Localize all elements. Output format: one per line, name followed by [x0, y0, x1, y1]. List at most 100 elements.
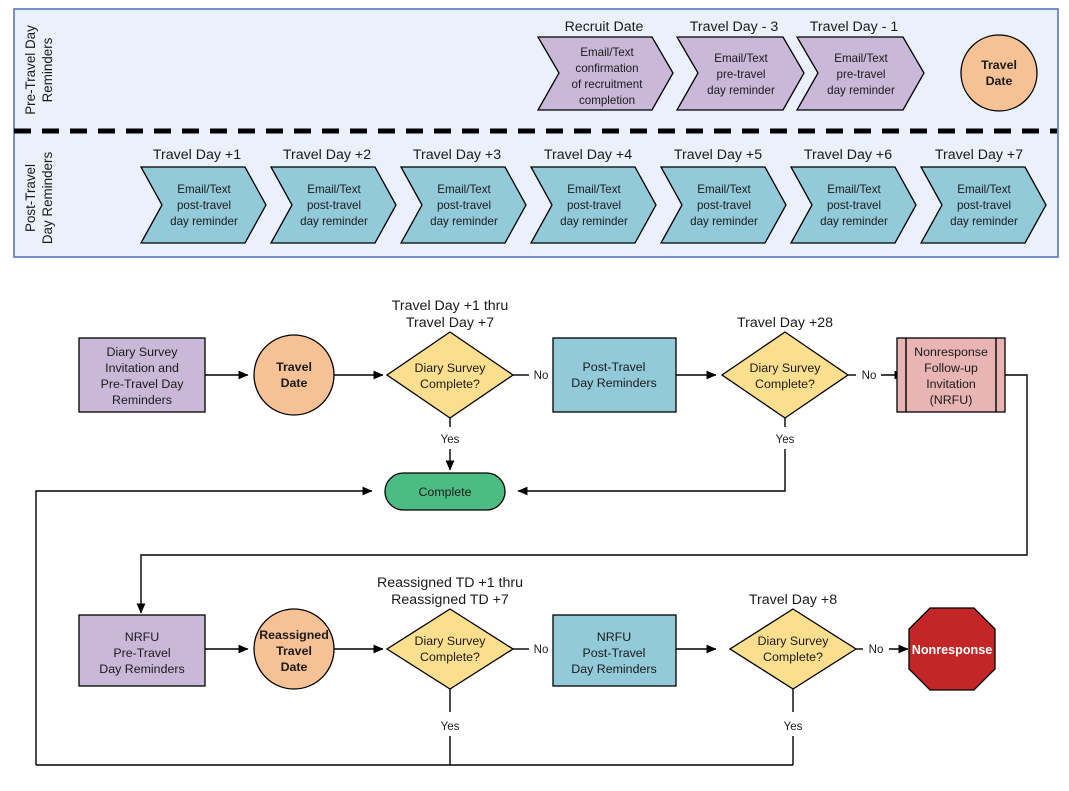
chevron-text-line: completion [579, 94, 635, 107]
chevron-text-line: of recruitment [572, 78, 644, 91]
node-nonresponse[interactable]: Nonresponse [908, 607, 996, 691]
chevron-text-line: Email/Text [714, 52, 768, 65]
chevron-recruit-date[interactable]: Recruit Date Email/Text confirmation of … [536, 19, 674, 111]
chevron-travel-day-plus-4[interactable]: Travel Day +4 Email/Text post-travel day… [529, 147, 657, 244]
decision-caption-line: Travel Day +7 [406, 315, 494, 331]
edge-label-yes-3: Yes [441, 721, 460, 733]
chevron-text-line: Email/Text [957, 183, 1011, 196]
node-reassigned-travel-date[interactable]: Reassigned Travel Date [253, 608, 335, 690]
chevron-shape [789, 166, 917, 244]
chevron-caption: Travel Day +6 [804, 147, 892, 163]
node-text-line: Diary Survey [415, 361, 487, 375]
node-nrfu-post-travel-day-reminders[interactable]: NRFU Post-Travel Day Reminders [552, 614, 677, 687]
chevron-shape [269, 166, 397, 244]
chevron-caption: Travel Day +3 [413, 147, 501, 163]
node-shape [552, 337, 677, 413]
node-text-line: Date [281, 660, 308, 674]
chevron-travel-day-plus-6[interactable]: Travel Day +6 Email/Text post-travel day… [789, 147, 917, 244]
node-decision-diary-complete-2[interactable]: Travel Day +28 Diary Survey Complete? [720, 315, 850, 419]
chevron-caption: Travel Day +5 [674, 147, 762, 163]
chevron-shape [795, 36, 925, 111]
chevron-caption: Recruit Date [565, 19, 644, 35]
node-nrfu-invitation[interactable]: Nonresponse Follow-up Invitation (NRFU) [896, 337, 1006, 413]
node-text-line: Diary Survey [758, 634, 830, 648]
node-decision-diary-complete-4[interactable]: Travel Day +8 Diary Survey Complete? [728, 592, 858, 690]
chevron-text-line: post-travel [437, 199, 491, 212]
node-text-line: Day Reminders [99, 662, 184, 676]
chevron-text-line: post-travel [567, 199, 621, 212]
side-label-line: Day Reminders [40, 152, 55, 245]
node-text-line: NRFU [125, 630, 159, 644]
node-travel-date[interactable]: Travel Date [253, 334, 335, 416]
node-post-travel-day-reminders[interactable]: Post-Travel Day Reminders [552, 337, 677, 413]
node-text-line: Nonresponse [914, 345, 988, 359]
chevron-travel-day-plus-5[interactable]: Travel Day +5 Email/Text post-travel day… [659, 147, 787, 244]
chevron-caption: Travel Day +4 [544, 147, 632, 163]
chevron-caption: Travel Day +7 [935, 147, 1023, 163]
node-shape [253, 334, 335, 416]
chevron-text-line: Email/Text [697, 183, 751, 196]
chevron-travel-day-plus-3[interactable]: Travel Day +3 Email/Text post-travel day… [399, 147, 527, 244]
chevron-shape [536, 36, 674, 111]
chevron-travel-day-plus-2[interactable]: Travel Day +2 Email/Text post-travel day… [269, 147, 397, 244]
banner-side-label-pre-travel: Pre-Travel Day Reminders [23, 25, 55, 115]
decision-caption-line: Travel Day +8 [749, 592, 837, 608]
decision-caption-line: Travel Day +28 [737, 315, 833, 331]
banner-travel-date-circle[interactable]: Travel Date [960, 34, 1038, 112]
chevron-shape [399, 166, 527, 244]
node-shape [896, 337, 1006, 413]
chevron-text-line: pre-travel [837, 68, 886, 81]
chevron-shape [529, 166, 657, 244]
chevron-travel-day-minus-3[interactable]: Travel Day - 3 Email/Text pre-travel day… [675, 19, 805, 111]
node-text-line: Diary Survey [750, 361, 822, 375]
chevron-text-line: day reminder [820, 215, 888, 228]
node-decision-diary-complete-1[interactable]: Travel Day +1 thru Travel Day +7 Diary S… [385, 298, 515, 419]
node-shape [908, 607, 996, 691]
node-text-line: Follow-up [924, 361, 978, 375]
chevron-travel-day-plus-7[interactable]: Travel Day +7 Email/Text post-travel day… [919, 147, 1047, 244]
node-diary-survey-invitation[interactable]: Diary Survey Invitation and Pre-Travel D… [78, 337, 206, 413]
chevron-text-line: Email/Text [567, 183, 621, 196]
chevron-text-line: post-travel [697, 199, 751, 212]
node-text-line: Invitation and [105, 361, 179, 375]
chevron-travel-day-minus-1[interactable]: Travel Day - 1 Email/Text pre-travel day… [795, 19, 925, 111]
chevron-text-line: day reminder [170, 215, 238, 228]
chevron-text-line: Email/Text [580, 46, 634, 59]
edge-decision2-to-complete [517, 449, 786, 496]
chevron-text-line: Email/Text [437, 183, 491, 196]
node-text-line: Day Reminders [571, 662, 656, 676]
node-shape [78, 337, 206, 413]
node-text-line: Date [281, 376, 308, 390]
node-text-line: Complete [418, 485, 471, 499]
node-shape [78, 614, 206, 687]
chevron-text-line: day reminder [300, 215, 368, 228]
chevron-caption: Travel Day +1 [153, 147, 241, 163]
node-shape [384, 472, 506, 511]
circle-text-line: Date [986, 74, 1013, 88]
node-text-line: NRFU [597, 630, 631, 644]
chevron-shape [919, 166, 1047, 244]
circle-shape [960, 34, 1038, 112]
node-text-line: Post-Travel [583, 646, 646, 660]
chevron-text-line: day reminder [430, 215, 498, 228]
node-nrfu-pre-travel-day-reminders[interactable]: NRFU Pre-Travel Day Reminders [78, 614, 206, 687]
chevron-text-line: day reminder [690, 215, 758, 228]
node-complete[interactable]: Complete [384, 472, 506, 511]
side-label-line: Pre-Travel Day [23, 25, 38, 115]
node-text-line: Reassigned [259, 628, 329, 642]
node-text-line: Complete? [420, 650, 480, 664]
node-shape [385, 331, 515, 419]
chevron-caption: Travel Day - 1 [810, 19, 899, 35]
chevron-text-line: post-travel [177, 199, 231, 212]
node-text-line: Complete? [763, 650, 823, 664]
chevron-travel-day-plus-1[interactable]: Travel Day +1 Email/Text post-travel day… [139, 147, 267, 244]
node-decision-diary-complete-3[interactable]: Reassigned TD +1 thru Reassigned TD +7 D… [377, 575, 523, 690]
node-text-line: Post-Travel [583, 360, 646, 374]
node-text-line: Reminders [112, 393, 172, 407]
node-text-line: Travel [276, 360, 312, 374]
edge-bottom-loop-to-complete [35, 486, 373, 765]
node-shape [552, 614, 677, 687]
node-text-line: Travel [276, 644, 312, 658]
